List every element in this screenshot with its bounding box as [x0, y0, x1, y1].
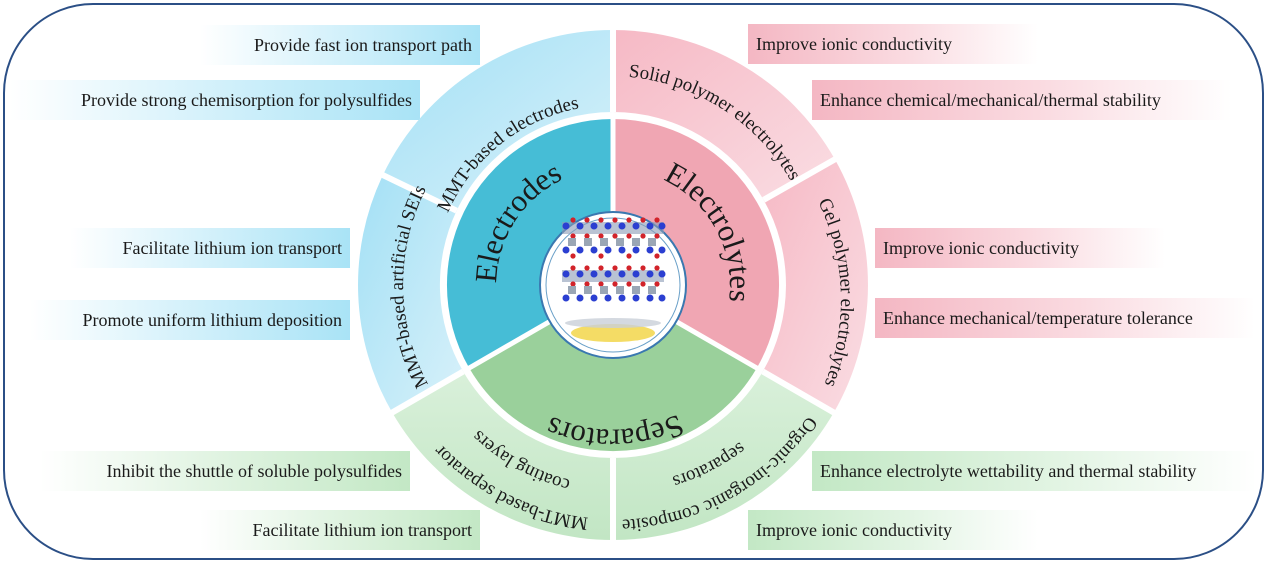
- label-chemisorption: Provide strong chemisorption for polysul…: [10, 80, 420, 120]
- label-ionic-conductivity-1: Improve ionic conductivity: [748, 24, 1038, 64]
- label-uniform-deposition: Promote uniform lithium deposition: [30, 300, 350, 340]
- label-wettability: Enhance electrolyte wettability and ther…: [812, 451, 1257, 491]
- outer-frame: [3, 3, 1264, 560]
- label-facilitate-li-transport-1: Facilitate lithium ion transport: [70, 228, 350, 268]
- ring-sector-coating-layers: [392, 371, 613, 540]
- label-inhibit-shuttle: Inhibit the shuttle of soluble polysulfi…: [40, 451, 410, 491]
- label-facilitate-li-transport-2: Facilitate lithium ion transport: [200, 510, 480, 550]
- outer-ring: [358, 28, 868, 542]
- ring-sector-gel-polymer: [762, 159, 868, 413]
- label-mech-temp-tolerance: Enhance mechanical/temperature tolerance: [875, 298, 1255, 338]
- ring-sector-mmt-electrodes: [382, 30, 613, 211]
- ring-sector-organic-inorganic: [613, 371, 834, 540]
- label-chem-mech-thermal-stability: Enhance chemical/mechanical/thermal stab…: [812, 80, 1232, 120]
- label-ionic-conductivity-2: Improve ionic conductivity: [875, 228, 1165, 268]
- ring-sector-solid-polymer: [613, 30, 835, 200]
- label-ionic-conductivity-3: Improve ionic conductivity: [748, 510, 1038, 550]
- ring-sector-mmt-seis: [358, 175, 464, 413]
- mmt-crystal-structure-image: [539, 211, 687, 359]
- label-fast-ion-transport: Provide fast ion transport path: [200, 25, 480, 65]
